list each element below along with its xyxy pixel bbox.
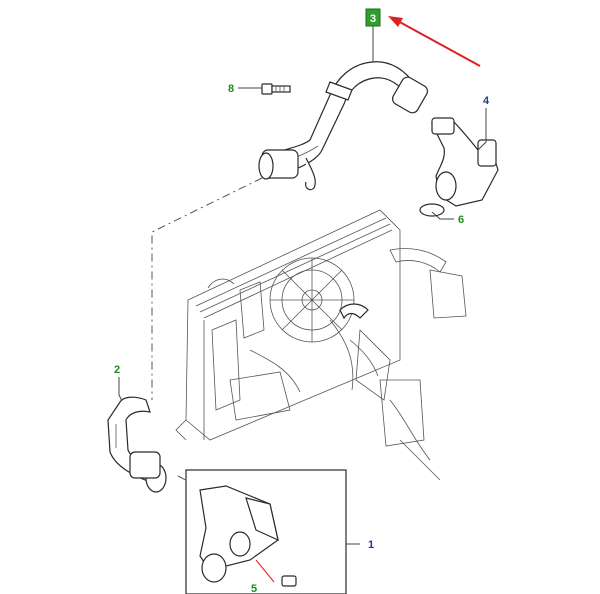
callout-8-label: 8 — [228, 83, 234, 95]
bolt — [261, 83, 291, 95]
o-ring — [419, 203, 445, 217]
thermostat-housing — [431, 117, 499, 207]
detail-inset — [185, 469, 347, 594]
callout-5-label: 5 — [251, 583, 257, 594]
upper-coolant-hose — [258, 61, 429, 191]
relation-lines — [151, 177, 263, 495]
lower-coolant-hose — [107, 396, 167, 493]
callout-4-label: 4 — [483, 95, 490, 107]
callout-6-label: 6 — [458, 214, 464, 226]
callout-3-label: 3 — [370, 13, 376, 25]
callout-1-label: 1 — [368, 539, 374, 551]
red-arrow-icon — [388, 16, 481, 67]
callout-3: 3 — [365, 8, 381, 27]
radiator-assembly — [175, 209, 467, 481]
callout-2-label: 2 — [114, 364, 120, 376]
